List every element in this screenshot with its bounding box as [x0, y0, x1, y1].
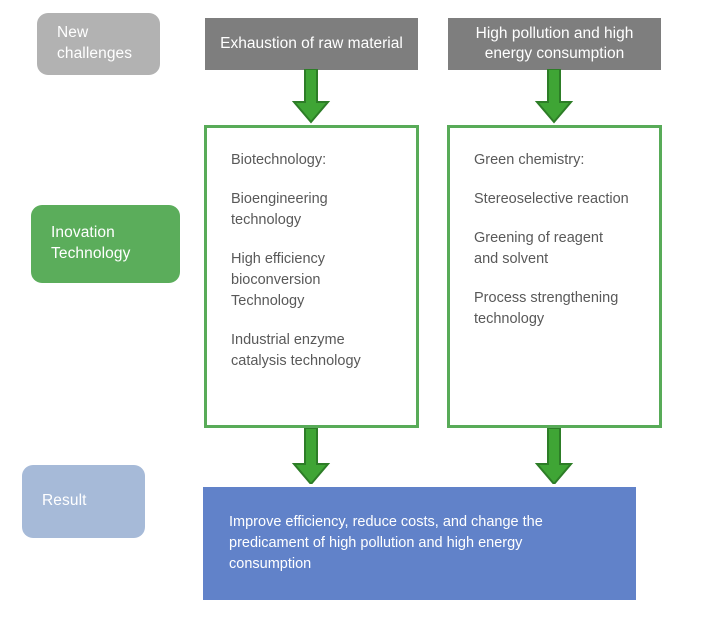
challenge-header-raw-material: Exhaustion of raw material	[205, 18, 418, 70]
stage-label-inovation-technology: Inovation Technology	[31, 205, 180, 283]
challenge-header-pollution-energy-text: High pollution and high energy consumpti…	[475, 25, 634, 62]
result-text: Improve efficiency, reduce costs, and ch…	[229, 514, 543, 573]
stage-label-result: Result	[22, 465, 145, 538]
result-box: Improve efficiency, reduce costs, and ch…	[203, 487, 636, 600]
stage-label-new-challenges: New challenges	[37, 13, 160, 75]
arrow-down-biotechnology-to-result	[291, 428, 331, 484]
stage-label-result-text: Result	[42, 492, 87, 510]
stage-label-new-challenges-text: New challenges	[57, 24, 133, 62]
tech-panel-biotechnology-item-3: Industrial enzyme catalysis technology	[231, 332, 361, 370]
tech-panel-biotechnology-item-1: Bioengineering technology	[231, 191, 328, 229]
stage-label-inovation-technology-text: Inovation Technology	[51, 224, 131, 262]
tech-panel-biotechnology-heading: Biotechnology:	[231, 152, 327, 168]
tech-panel-green-chemistry-heading: Green chemistry:	[474, 152, 585, 168]
challenge-header-pollution-energy: High pollution and high energy consumpti…	[448, 18, 661, 70]
tech-panel-green-chemistry-item-1: Stereoselective reaction	[474, 191, 629, 208]
challenge-header-raw-material-text: Exhaustion of raw material	[220, 35, 403, 53]
tech-panel-green-chemistry: Green chemistry: Stereoselective reactio…	[447, 125, 662, 428]
tech-panel-green-chemistry-item-2: Greening of reagent and solvent	[474, 230, 603, 268]
tech-panel-biotechnology: Biotechnology: Bioengineering technology…	[204, 125, 419, 428]
tech-panel-green-chemistry-item-3: Process strengthening technology	[474, 290, 619, 328]
tech-panel-biotechnology-item-2: High efficiency bioconversion Technology	[231, 251, 326, 310]
arrow-down-pollution-energy-to-green-chemistry	[534, 69, 574, 125]
arrow-down-raw-material-to-biotechnology	[291, 69, 331, 125]
arrow-down-green-chemistry-to-result	[534, 428, 574, 484]
